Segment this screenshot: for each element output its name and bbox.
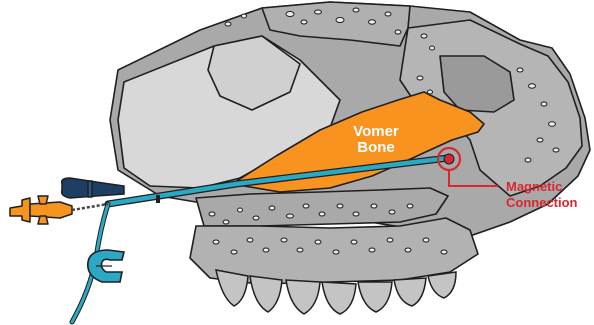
tooth	[322, 282, 356, 314]
tooth	[250, 276, 282, 312]
connector-ring	[88, 181, 92, 197]
magnetic-label-line1: Magnetic	[506, 179, 562, 194]
vomer-label-line2: Bone	[357, 139, 395, 156]
magnet-core	[444, 154, 454, 164]
tooth	[216, 270, 248, 306]
c-shaped-clip-icon	[88, 250, 124, 282]
syringe-fin	[38, 196, 48, 204]
navy-connector	[62, 178, 124, 198]
syringe-fin	[38, 216, 48, 224]
tooth	[358, 282, 392, 312]
syringe-icon	[10, 196, 108, 224]
syringe-needle	[72, 204, 108, 210]
tooth	[428, 272, 456, 298]
syringe-plunger	[10, 198, 30, 222]
navy-connector-body	[62, 178, 124, 198]
vomer-label-line1: Vomer	[353, 123, 399, 140]
catheter-marker	[156, 195, 160, 203]
palate-section	[190, 188, 478, 284]
syringe-body	[30, 202, 72, 218]
tooth	[286, 280, 320, 314]
tooth	[394, 278, 426, 306]
magnetic-label-line2: Connection	[506, 195, 578, 210]
